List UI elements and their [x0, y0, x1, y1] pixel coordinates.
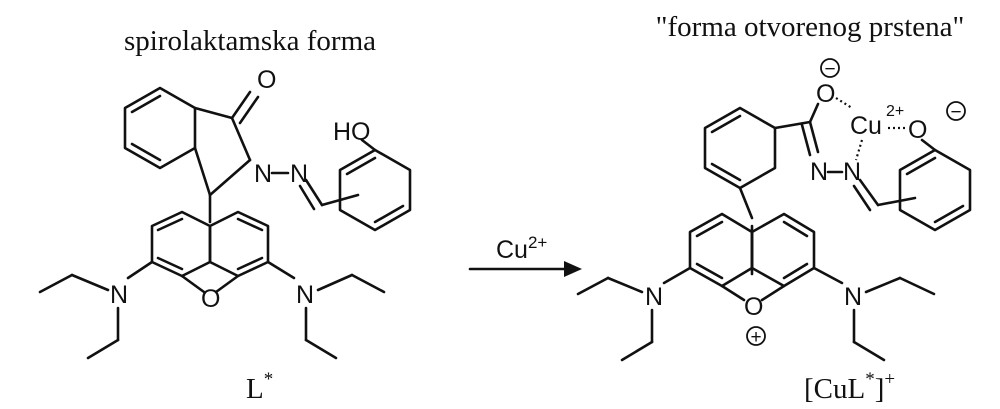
left-hydroxyl: HO: [333, 118, 371, 146]
right-n2: N: [843, 158, 861, 186]
right-n1: N: [810, 158, 828, 186]
left-xanthene-ring-2: [208, 210, 270, 278]
right-amine-n-right: N: [844, 283, 862, 311]
right-top-o: O: [816, 80, 835, 108]
left-compound-label: L*: [246, 369, 273, 405]
right-phenolate-o: O: [908, 116, 927, 144]
right-cu: Cu: [850, 112, 882, 140]
right-xanthene-ring-1: [688, 212, 754, 288]
right-form-title: "forma otvorenog prstena": [656, 11, 965, 43]
left-n2: N: [290, 160, 308, 188]
right-compound-label: [CuL*]+: [804, 369, 895, 405]
left-form-title: spirolaktamska forma: [124, 25, 376, 57]
left-benzo-ring: [123, 86, 197, 170]
left-carbonyl-o: O: [257, 66, 276, 94]
right-xanthene-ring-2: [750, 212, 816, 288]
left-amine-n: N: [110, 281, 128, 309]
right-minus-charge-2: [946, 101, 966, 121]
right-cu-charge: 2+: [886, 103, 904, 120]
right-ring-o: O: [744, 293, 763, 321]
right-benzo-ring: [703, 106, 777, 190]
right-plus-charge: [746, 326, 766, 346]
right-phenol-ring: [898, 148, 972, 232]
left-ring-o: O: [201, 285, 220, 313]
left-phenol-ring: [338, 148, 412, 232]
left-structure: O N N HO O N N: [38, 66, 412, 360]
right-structure: O − Cu 2+ O − N N: [576, 58, 972, 362]
svg-text:+: +: [750, 327, 761, 348]
svg-text:−: −: [824, 59, 835, 80]
left-amine-n-right: N: [296, 281, 314, 309]
right-minus-charge-1: [820, 58, 840, 78]
right-amine-n-left: N: [645, 283, 663, 311]
left-xanthene-ring-1: [150, 210, 212, 278]
arrow-reagent: Cu2+: [496, 233, 547, 264]
reaction-arrow: [468, 261, 582, 277]
left-n1: N: [254, 160, 272, 188]
svg-text:−: −: [950, 102, 961, 123]
